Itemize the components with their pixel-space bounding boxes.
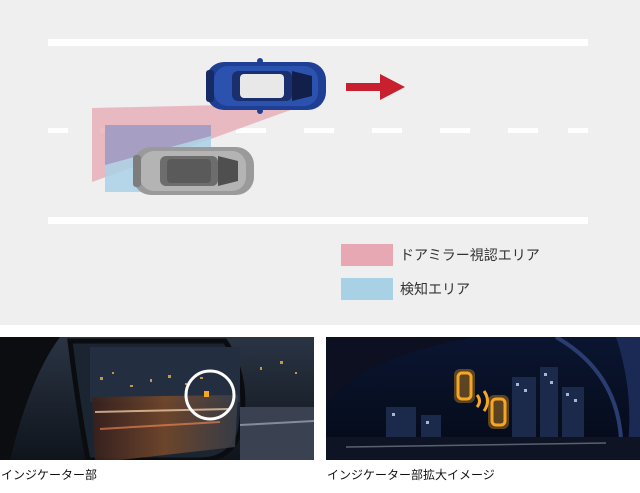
caption-indicator-closeup: インジケーター部拡大イメージ: [327, 468, 495, 482]
caption-indicator: インジケーター部: [1, 468, 98, 482]
host-car: [206, 58, 326, 114]
legend: ドアミラー視認エリア 検知エリア: [341, 244, 540, 300]
adjacent-car: [133, 147, 254, 195]
legend-swatch-detection: [341, 278, 393, 300]
bottom-lane-line: [48, 217, 588, 224]
indicator-closeup-photo: [326, 337, 640, 460]
mirror-photo: [0, 337, 314, 460]
indicator-highlight-circle: [184, 369, 236, 421]
blind-spot-diagram: ドアミラー視認エリア 検知エリア: [0, 0, 640, 325]
legend-label-detection: 検知エリア: [400, 281, 470, 298]
bsm-indicator-icon: [456, 371, 507, 427]
legend-swatch-mirror: [341, 244, 393, 266]
legend-label-mirror: ドアミラー視認エリア: [400, 248, 540, 264]
top-lane-line: [48, 39, 588, 46]
overlap-area: [105, 125, 211, 165]
direction-arrow: [346, 74, 405, 100]
